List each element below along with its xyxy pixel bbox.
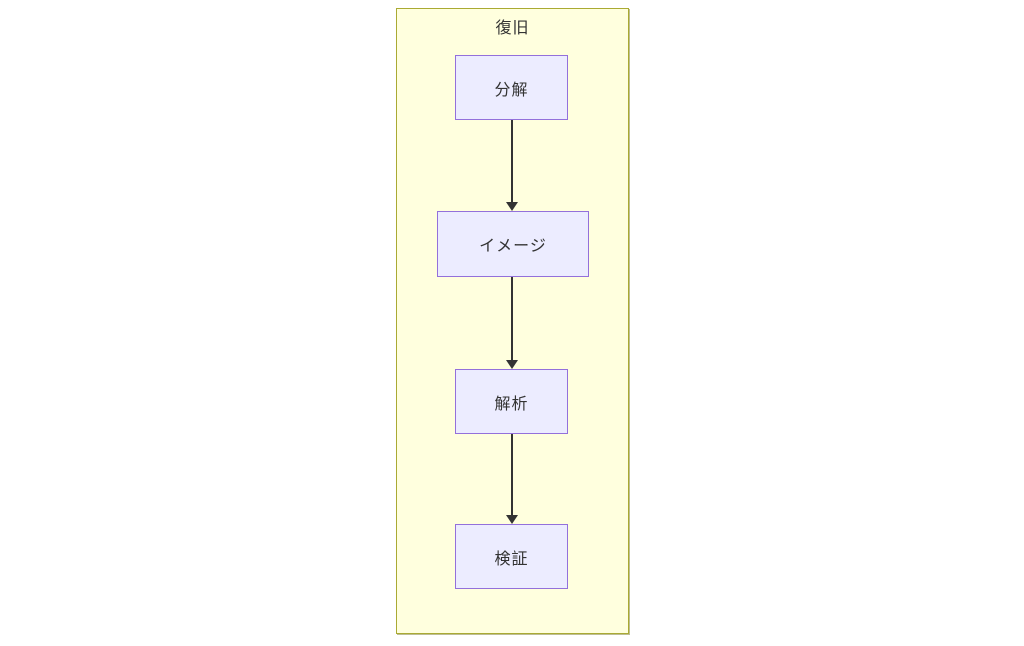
subgraph-title: 復旧 bbox=[495, 20, 530, 37]
node-disassemble: 分解 bbox=[455, 55, 568, 120]
arrowhead-icon bbox=[506, 515, 518, 524]
edge-line bbox=[511, 277, 513, 362]
flow-edge-1 bbox=[505, 120, 519, 211]
node-label: 検証 bbox=[494, 550, 529, 568]
arrowhead-icon bbox=[506, 202, 518, 211]
node-label: 分解 bbox=[494, 81, 529, 99]
flow-edge-3 bbox=[505, 434, 519, 524]
flow-edge-2 bbox=[505, 277, 519, 369]
edge-line bbox=[511, 120, 513, 204]
edge-line bbox=[511, 434, 513, 517]
node-label: イメージ bbox=[479, 238, 547, 255]
node-analysis: 解析 bbox=[455, 369, 568, 434]
node-label: 解析 bbox=[494, 395, 529, 413]
arrowhead-icon bbox=[506, 360, 518, 369]
node-image: イメージ bbox=[437, 211, 589, 277]
node-verification: 検証 bbox=[455, 524, 568, 589]
